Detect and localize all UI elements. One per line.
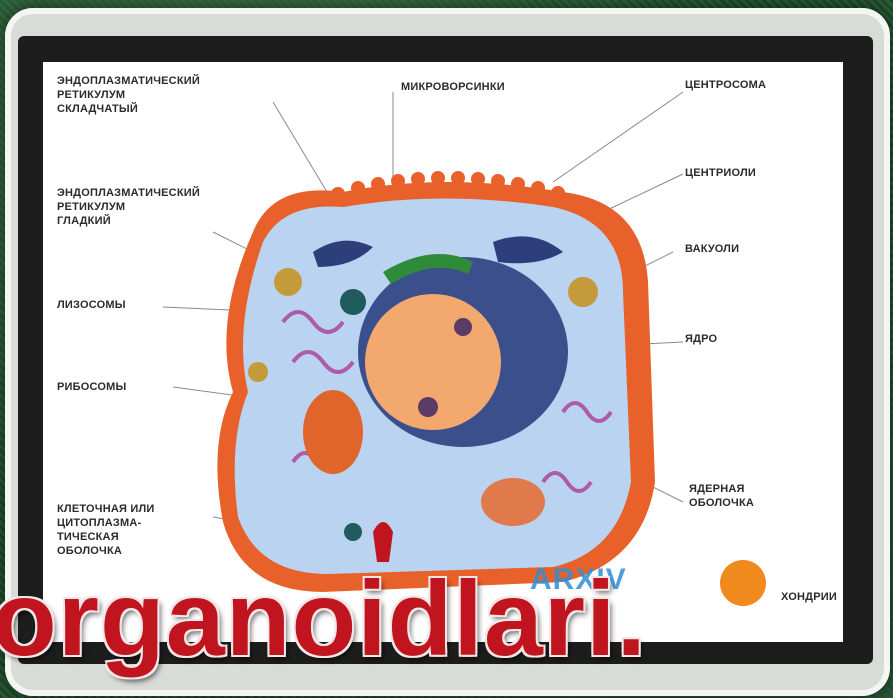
label-smooth-er: ЭНДОПЛАЗМАТИЧЕСКИЙ РЕТИКУЛУМ ГЛАДКИЙ	[57, 186, 200, 228]
label-rough-er: ЭНДОПЛАЗМАТИЧЕСКИЙ РЕТИКУЛУМ СКЛАДЧАТЫЙ	[57, 74, 200, 116]
slide-title: organoidlari.	[0, 566, 647, 672]
label-microvilli: МИКРОВОРСИНКИ	[401, 80, 505, 94]
watermark-circle-icon	[720, 560, 766, 606]
label-ribosomes: РИБОСОМЫ	[57, 380, 126, 394]
label-nucleus: ЯДРО	[685, 332, 717, 346]
cell-diagram: ЭНДОПЛАЗМАТИЧЕСКИЙ РЕТИКУЛУМ СКЛАДЧАТЫЙ …	[43, 62, 843, 642]
label-centrosome: ЦЕНТРОСОМА	[685, 78, 766, 92]
label-cell-membrane: КЛЕТОЧНАЯ ИЛИ ЦИТОПЛАЗМА- ТИЧЕСКАЯ ОБОЛО…	[57, 502, 154, 558]
label-vacuoles: ВАКУОЛИ	[685, 242, 739, 256]
cell-illustration	[43, 62, 843, 642]
label-centrioles: ЦЕНТРИОЛИ	[685, 166, 756, 180]
label-lysosomes: ЛИЗОСОМЫ	[57, 298, 126, 312]
label-nuclear-envelope: ЯДЕРНАЯ ОБОЛОЧКА	[689, 482, 754, 510]
label-mitochondria: ХОНДРИИ	[781, 590, 837, 604]
